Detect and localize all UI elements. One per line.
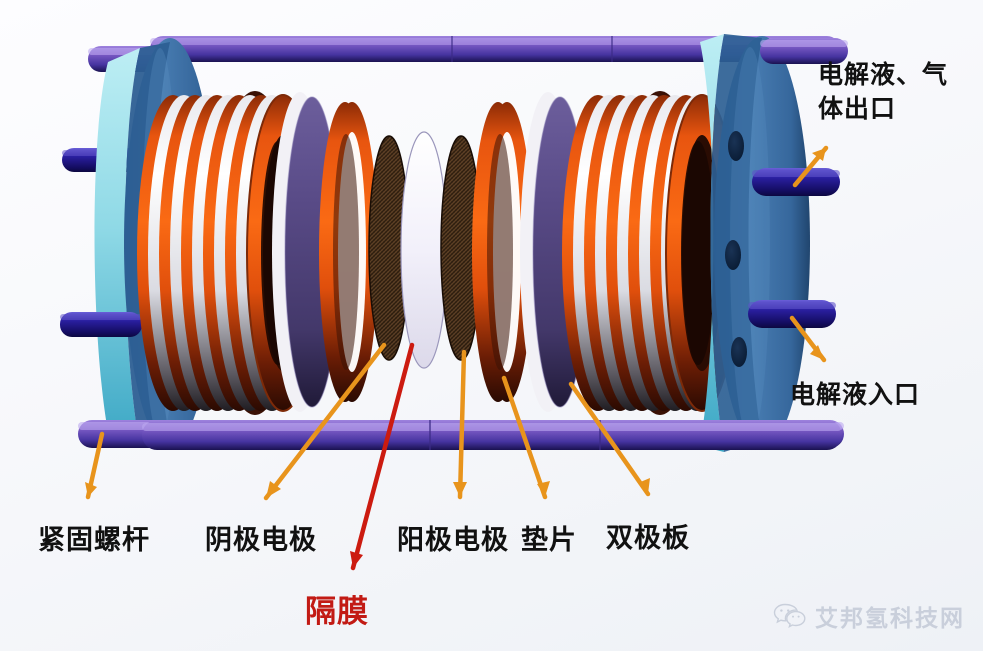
label-membrane: 隔膜 — [305, 594, 369, 630]
arrow-inlet — [789, 315, 827, 363]
membrane-disc — [400, 131, 448, 369]
label-bipolar-plate: 双极板 — [606, 523, 690, 554]
label-outlet-line2: 体出口 — [818, 94, 897, 123]
arrow-cathode — [263, 342, 387, 501]
tie-rod-upper-back — [150, 36, 840, 62]
tie-rod-lower-front — [142, 420, 842, 450]
flange-bolt-hole — [728, 131, 744, 161]
watermark-text: 艾邦氢科技网 — [815, 606, 965, 632]
label-gasket: 垫片 — [521, 525, 577, 556]
mesh-electrode-cathode — [368, 135, 410, 361]
label-tie-rod: 紧固螺杆 — [38, 525, 150, 556]
arrow-bipolar — [568, 381, 651, 497]
mesh-electrode-anode — [440, 135, 482, 361]
wechat-icon — [773, 603, 806, 628]
arrow-gasket — [501, 375, 550, 500]
label-outlet-line1: 电解液、气 — [818, 60, 949, 89]
port-left-lower — [60, 312, 142, 337]
watermark: 艾邦氢科技网 — [773, 599, 965, 633]
tie-rod-end-upper-right — [760, 38, 848, 64]
arrow-anode — [453, 349, 467, 500]
flange-bolt-hole — [725, 240, 741, 270]
arrow-outlet — [792, 145, 829, 188]
arrow-membrane — [350, 342, 415, 571]
arrow-tie-rod — [85, 431, 105, 500]
flange-left-rim — [94, 48, 140, 448]
end-flange-right — [700, 34, 848, 452]
gasket-stack-right — [562, 91, 739, 415]
label-outlet: 电解液、气 体出口 — [818, 58, 948, 126]
label-inlet: 电解液入口 — [790, 380, 921, 409]
leader-arrows — [85, 145, 829, 571]
label-cathode: 阴极电极 — [205, 525, 317, 556]
gasket-ring-right-inner — [472, 102, 533, 402]
flange-bolt-hole — [731, 337, 747, 367]
gasket-ring-left-inner — [319, 102, 378, 402]
inlet-port — [748, 300, 836, 328]
label-anode: 阳极电极 — [397, 525, 509, 556]
